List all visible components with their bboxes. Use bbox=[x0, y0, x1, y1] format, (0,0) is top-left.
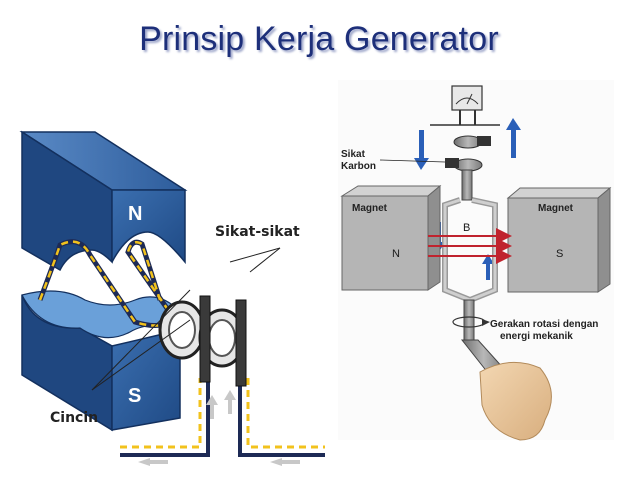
magnet-left bbox=[342, 186, 440, 290]
south-magnet bbox=[22, 291, 180, 430]
right-generator-diagram: Sikat Karbon Magnet Magnet N S B Gerakan… bbox=[338, 80, 614, 440]
field-b-label: B bbox=[463, 222, 470, 234]
brushes-label: Sikat-sikat bbox=[215, 224, 300, 240]
right-south-pole-label: S bbox=[556, 248, 563, 260]
rotation-label-2: energi mekanik bbox=[500, 331, 573, 342]
north-magnet bbox=[22, 132, 185, 270]
voltmeter bbox=[452, 86, 482, 110]
carbon-brush-label-2: Karbon bbox=[341, 161, 376, 172]
carbon-brush-label-1: Sikat bbox=[341, 149, 366, 160]
magnet-right-label: Magnet bbox=[538, 203, 574, 214]
rotation-label-1: Gerakan rotasi dengan bbox=[490, 319, 598, 330]
rings-label: Cincin bbox=[50, 410, 98, 426]
north-pole-label: N bbox=[128, 203, 142, 225]
magnet-left-label: Magnet bbox=[352, 203, 388, 214]
south-pole-label: S bbox=[128, 385, 141, 407]
right-north-pole-label: N bbox=[392, 248, 400, 260]
